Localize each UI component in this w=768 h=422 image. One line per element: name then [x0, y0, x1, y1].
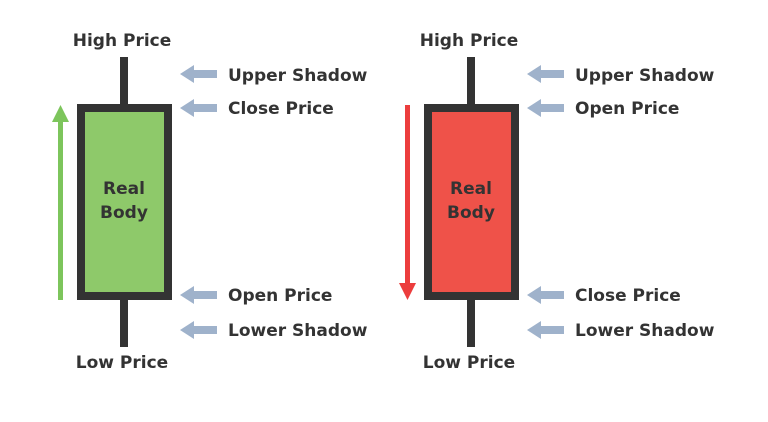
real-body-label: Real: [103, 179, 145, 199]
pointer-arrow-icon: [180, 99, 217, 117]
pointer-arrow-icon: [527, 286, 564, 304]
real-body-label: Body: [100, 203, 148, 223]
lower-shadow-label: Lower Shadow: [575, 321, 715, 341]
close-price-label: Close Price: [575, 286, 681, 306]
low-price-label: Low Price: [423, 353, 515, 373]
high-price-label: High Price: [73, 31, 172, 51]
up-arrow-icon: [52, 105, 69, 300]
pointer-arrow-icon: [527, 65, 564, 83]
real-body-label: Real: [450, 179, 492, 199]
bearish-candle: High Price Real Body Low Price Upper Sha…: [399, 31, 715, 373]
down-arrow-icon: [399, 105, 416, 300]
lower-shadow-label: Lower Shadow: [228, 321, 368, 341]
pointer-arrow-icon: [527, 99, 564, 117]
real-body-label: Body: [447, 203, 495, 223]
open-price-label: Open Price: [575, 99, 679, 119]
pointer-arrow-icon: [180, 286, 217, 304]
close-price-label: Close Price: [228, 99, 334, 119]
bullish-candle: High Price Real Body Low Price Upper Sha…: [52, 31, 368, 373]
pointer-arrow-icon: [180, 321, 217, 339]
open-price-label: Open Price: [228, 286, 332, 306]
high-price-label: High Price: [420, 31, 519, 51]
pointer-arrow-icon: [180, 65, 217, 83]
real-body: [424, 104, 519, 300]
real-body: [77, 104, 172, 300]
pointer-arrow-icon: [527, 321, 564, 339]
upper-shadow-label: Upper Shadow: [575, 66, 715, 86]
upper-shadow-label: Upper Shadow: [228, 66, 368, 86]
low-price-label: Low Price: [76, 353, 168, 373]
